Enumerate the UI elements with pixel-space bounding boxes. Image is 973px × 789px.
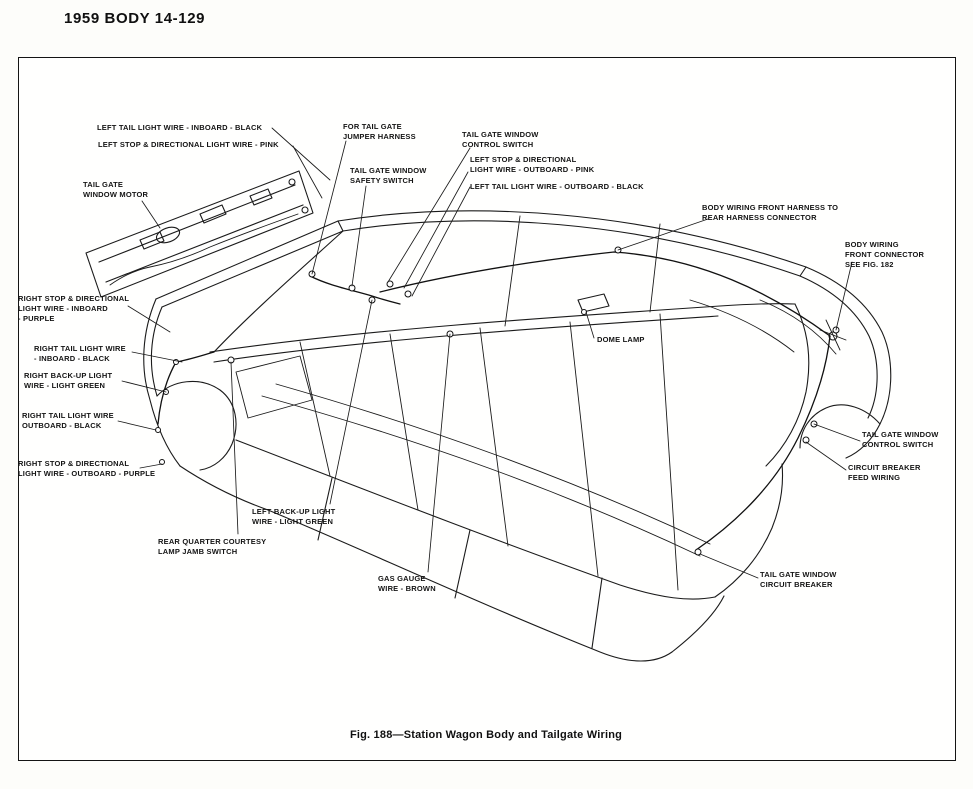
label-dome-lamp: DOME LAMP xyxy=(597,335,645,344)
wiring-harness-lines xyxy=(157,251,831,551)
diagram-frame xyxy=(18,57,956,761)
label-tailgate-window-safety-switch: TAIL GATE WINDOW SAFETY SWITCH xyxy=(350,166,427,186)
label-gas-gauge-wire: GAS GAUGE WIRE - BROWN xyxy=(378,574,436,594)
label-tailgate-window-motor: TAIL GATE WINDOW MOTOR xyxy=(83,180,149,200)
label-left-stop-directional-outboard: LEFT STOP & DIRECTIONAL LIGHT WIRE - OUT… xyxy=(470,155,595,175)
label-tailgate-window-control-switch-top: TAIL GATE WINDOW CONTROL SWITCH xyxy=(462,130,539,150)
label-body-wiring-front-to-rear-connector: BODY WIRING FRONT HARNESS TO REAR HARNES… xyxy=(702,203,839,223)
label-left-backup-light-wire: LEFT BACK-UP LIGHT WIRE - LIGHT GREEN xyxy=(252,507,336,527)
label-right-stop-directional-inboard: RIGHT STOP & DIRECTIONAL LIGHT WIRE - IN… xyxy=(18,294,130,324)
tailgate-assembly xyxy=(85,170,314,298)
page-title: 1959 BODY 14-129 xyxy=(64,10,206,27)
label-left-tail-light-wire-outboard: LEFT TAIL LIGHT WIRE - OUTBOARD - BLACK xyxy=(470,182,644,191)
label-right-stop-directional-outboard: RIGHT STOP & DIRECTIONAL LIGHT WIRE - OU… xyxy=(18,459,156,479)
label-circuit-breaker-feed-wiring: CIRCUIT BREAKER FEED WIRING xyxy=(848,463,921,483)
leader-lines xyxy=(117,127,861,579)
label-left-tail-light-wire-inboard: LEFT TAIL LIGHT WIRE - INBOARD - BLACK xyxy=(97,123,263,132)
label-body-wiring-front-connector: BODY WIRING FRONT CONNECTOR SEE FIG. 182 xyxy=(845,240,925,270)
label-for-tailgate-jumper-harness: FOR TAIL GATE JUMPER HARNESS xyxy=(343,122,416,142)
label-tailgate-window-circuit-breaker: TAIL GATE WINDOW CIRCUIT BREAKER xyxy=(760,570,837,590)
car-body-outline xyxy=(143,210,892,662)
label-right-tail-light-wire-outboard: RIGHT TAIL LIGHT WIRE OUTBOARD - BLACK xyxy=(22,411,114,431)
label-left-stop-directional-wire: LEFT STOP & DIRECTIONAL LIGHT WIRE - PIN… xyxy=(98,140,279,149)
figure-caption: Fig. 188—Station Wagon Body and Tailgate… xyxy=(349,729,623,741)
label-rear-quarter-courtesy-lamp-switch: REAR QUARTER COURTESY LAMP JAMB SWITCH xyxy=(158,537,267,557)
label-right-backup-light-wire: RIGHT BACK-UP LIGHT WIRE - LIGHT GREEN xyxy=(24,371,113,391)
label-tailgate-window-control-switch-right: TAIL GATE WINDOW CONTROL SWITCH xyxy=(862,430,939,450)
label-right-tail-light-wire-inboard: RIGHT TAIL LIGHT WIRE - INBOARD - BLACK xyxy=(34,344,126,364)
